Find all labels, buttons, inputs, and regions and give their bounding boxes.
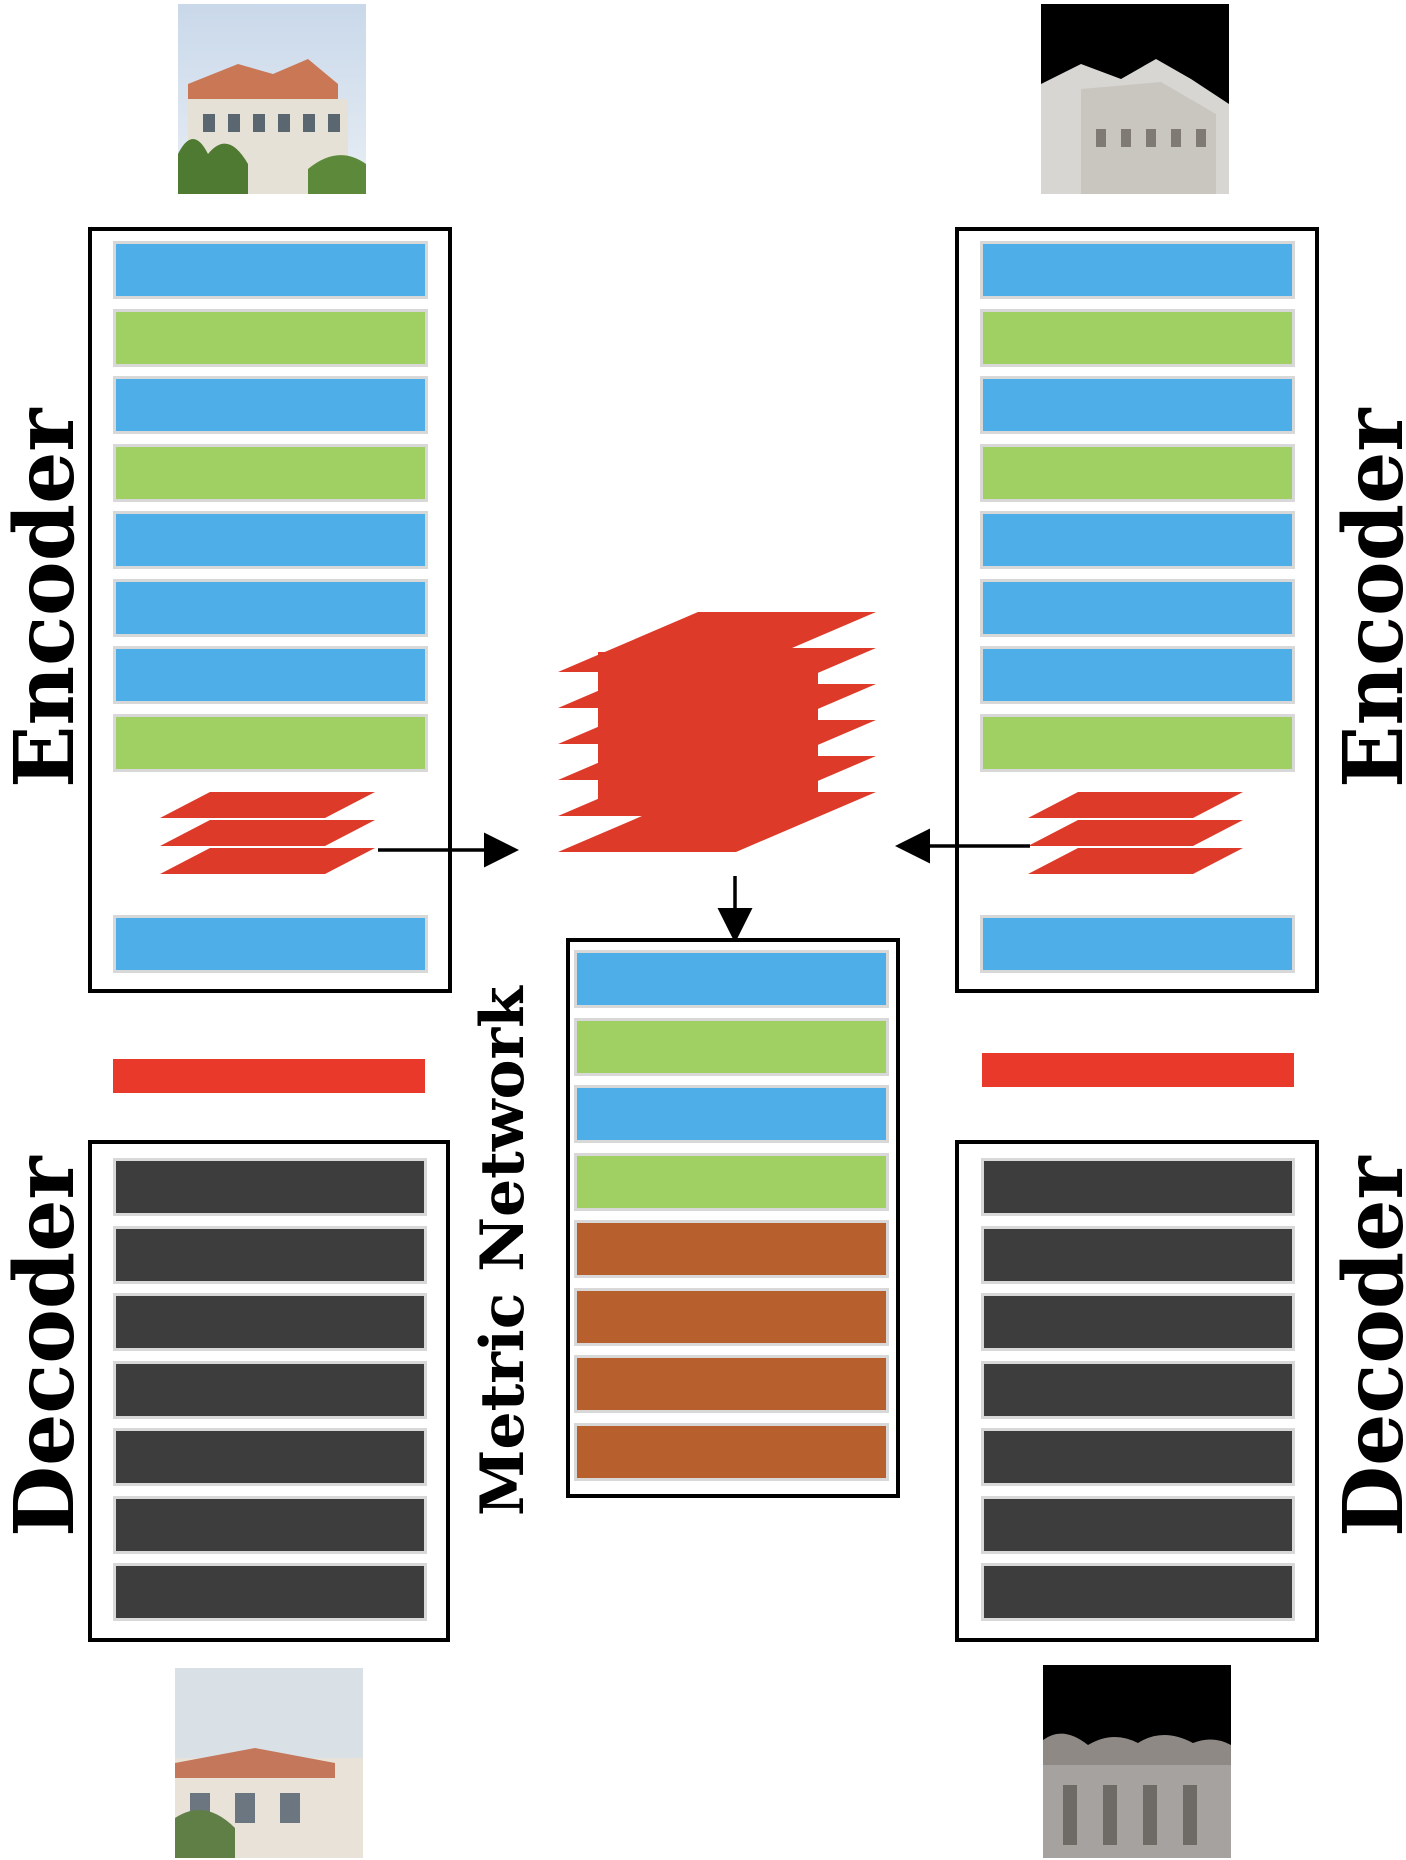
decoder-left-layer <box>113 1495 427 1554</box>
decoder-right-layer <box>981 1495 1295 1554</box>
metric-network-layer <box>574 1085 889 1143</box>
encoder-left-layer <box>113 713 428 772</box>
metric-network-layer <box>574 1220 889 1278</box>
label-decoder-left: Decoder <box>0 1156 93 1537</box>
label-encoder-left: Encoder <box>0 408 93 788</box>
decoder-left-layer <box>113 1428 427 1486</box>
reconstruction-image-right <box>1043 1665 1231 1858</box>
encoder-right-layer <box>980 308 1295 367</box>
encoder-left-layer <box>113 308 428 367</box>
input-image-right <box>1041 4 1229 194</box>
input-image-left <box>178 4 366 194</box>
metric-network-layer <box>574 950 889 1008</box>
label-metric-network: Metric Network <box>468 986 538 1516</box>
encoder-left-layer <box>113 578 428 637</box>
encoder-left-layer <box>113 646 428 704</box>
reconstruction-image-left <box>175 1668 363 1858</box>
encoder-right-layer <box>980 376 1295 434</box>
latent-code-right <box>982 1053 1294 1087</box>
encoder-left-layer <box>113 376 428 434</box>
encoder-left-layer <box>113 511 428 569</box>
decoder-right-layer <box>981 1360 1295 1419</box>
encoder-right-layer <box>980 443 1295 502</box>
metric-network-layer <box>574 1152 889 1211</box>
encoder-left-layer <box>113 915 428 973</box>
decoder-left-layer <box>113 1563 427 1621</box>
label-encoder-right: Encoder <box>1326 408 1406 788</box>
decoder-left-layer <box>113 1360 427 1419</box>
feature-stack-right <box>1028 792 1243 874</box>
encoder-right-layer <box>980 646 1295 704</box>
encoder-right-layer <box>980 713 1295 772</box>
decoder-right-layer <box>981 1158 1295 1216</box>
encoder-right-layer <box>980 915 1295 973</box>
feature-stack-central <box>558 612 876 852</box>
latent-code-left <box>113 1059 425 1093</box>
metric-network-layer <box>574 1287 889 1346</box>
metric-network-layer <box>574 1355 889 1413</box>
metric-network-layer <box>574 1422 889 1481</box>
encoder-left-layer <box>113 241 428 299</box>
decoder-left-layer <box>113 1225 427 1284</box>
label-decoder-right: Decoder <box>1326 1156 1406 1537</box>
metric-network-layer <box>574 1017 889 1076</box>
decoder-right-layer <box>981 1428 1295 1486</box>
encoder-left-layer <box>113 443 428 502</box>
encoder-right-layer <box>980 241 1295 299</box>
encoder-right-layer <box>980 511 1295 569</box>
decoder-left-layer <box>113 1158 427 1216</box>
encoder-right-layer <box>980 578 1295 637</box>
decoder-right-layer <box>981 1225 1295 1284</box>
decoder-left-layer <box>113 1293 427 1351</box>
feature-stack-left <box>160 792 375 874</box>
decoder-right-layer <box>981 1293 1295 1351</box>
decoder-right-layer <box>981 1563 1295 1621</box>
